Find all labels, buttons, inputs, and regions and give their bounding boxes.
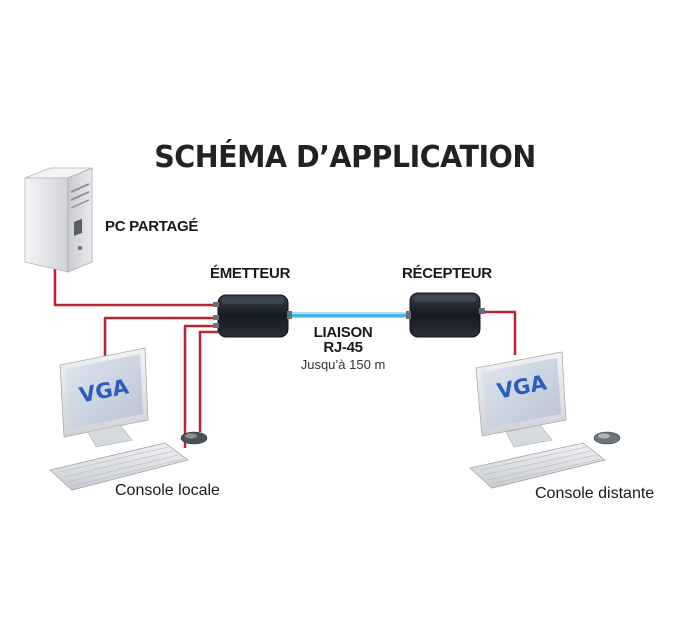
cable-emetteur-to-local-monitor [103, 316, 218, 358]
emetteur-label: ÉMETTEUR [210, 265, 291, 282]
remote-monitor-icon [475, 351, 567, 448]
liaison-label-line2: RJ-45 [323, 339, 363, 356]
cables [53, 262, 517, 448]
recepteur-device-icon [406, 292, 485, 338]
liaison-distance-label: Jusqu’à 150 m [300, 357, 386, 372]
diagram-title: SCHÉMA D’APPLICATION [154, 140, 536, 175]
cable-recepteur-to-remote-monitor [478, 310, 517, 355]
cable-emetteur-to-keyboard [183, 324, 218, 448]
liaison-label-line1: LIAISON [313, 324, 373, 341]
local-monitor-icon [59, 347, 149, 448]
recepteur-label: RÉCEPTEUR [402, 265, 492, 282]
cable-pc-to-emetteur [53, 262, 218, 307]
pc-tower-icon [24, 167, 93, 273]
emetteur-device-icon [213, 294, 292, 338]
local-keyboard-icon [49, 442, 189, 491]
console-distante-label: Console distante [535, 485, 655, 502]
console-locale-label: Console locale [115, 482, 220, 499]
pc-label: PC PARTAGÉ [105, 218, 199, 235]
cable-emetteur-to-mouse [198, 330, 218, 432]
remote-keyboard-icon [469, 442, 606, 489]
